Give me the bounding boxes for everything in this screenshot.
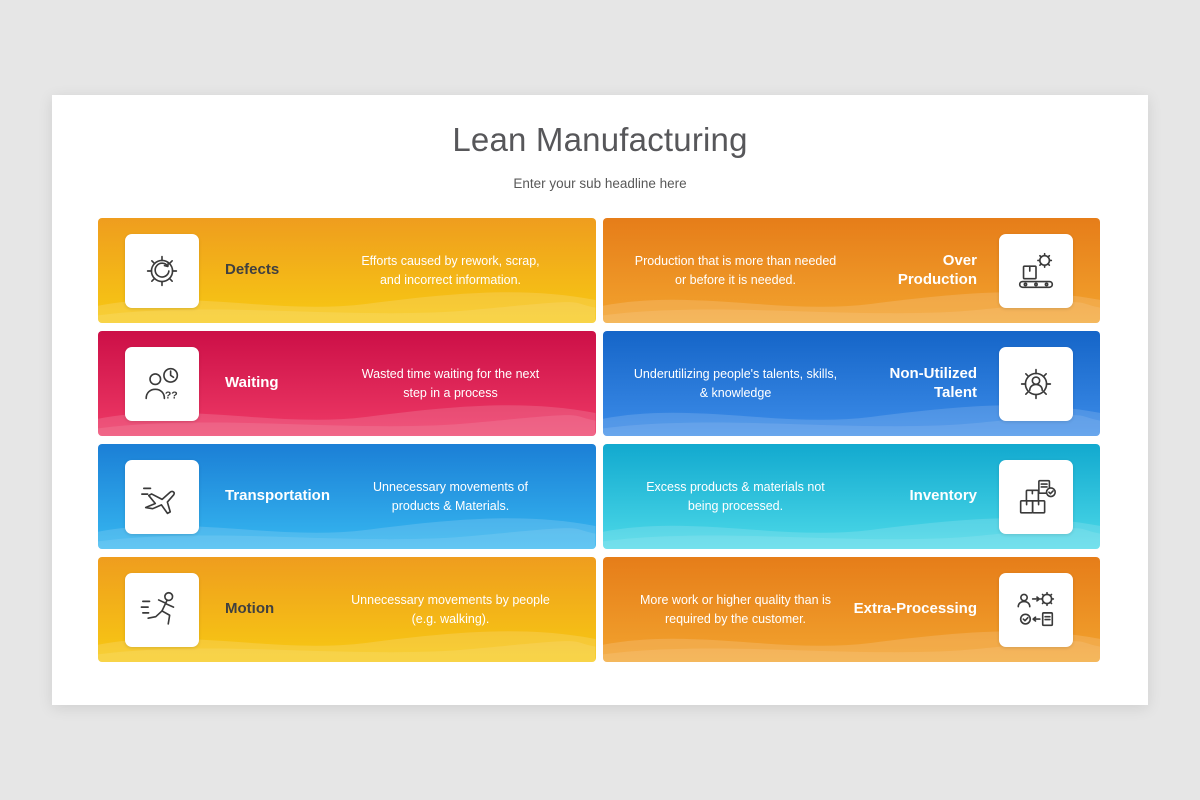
card-non-utilized-talent: Underutilizing people's talents, skills,…	[602, 331, 1100, 436]
card-description: Efforts caused by rework, scrap, and inc…	[361, 254, 540, 287]
non-utilized-talent-icon-box	[999, 346, 1073, 421]
card-description: Unnecessary movements of products & Mate…	[373, 480, 528, 513]
card-over-production: Production that is more than needed or b…	[602, 218, 1100, 323]
card-transportation: Transportation Unnecessary movements of …	[98, 444, 596, 549]
gear-refresh-icon	[146, 255, 178, 286]
wave-decoration	[602, 631, 1100, 662]
page-title: Lean Manufacturing	[452, 121, 748, 158]
inventory-icon-box	[999, 459, 1073, 534]
card-inventory: Excess products & materials not being pr…	[602, 444, 1100, 549]
cards-grid: Defects Efforts caused by rework, scrap,…	[98, 218, 1100, 662]
card-title: Non-Utilized Talent	[889, 364, 978, 401]
card-extra-processing: More work or higher quality than is requ…	[602, 557, 1100, 662]
page-subtitle: Enter your sub headline here	[513, 176, 687, 191]
over-production-icon-box	[999, 233, 1073, 308]
waiting-icon-box: ??	[125, 346, 199, 421]
card-description: Underutilizing people's talents, skills,…	[633, 367, 838, 400]
card-description: Unnecessary movements by people (e.g. wa…	[351, 593, 550, 626]
boxes-check-icon	[1019, 479, 1056, 514]
card-title: Waiting	[225, 374, 279, 392]
card-title: Extra-Processing	[853, 600, 977, 618]
card-description: More work or higher quality than is requ…	[639, 593, 832, 626]
running-person-icon	[140, 591, 175, 625]
svg-text:??: ??	[165, 389, 178, 401]
card-description: Production that is more than needed or b…	[634, 254, 837, 287]
transportation-icon-box	[125, 459, 199, 534]
person-clock-icon: ??	[145, 367, 179, 401]
card-description: Wasted time waiting for the next step in…	[361, 367, 540, 400]
defects-icon-box	[125, 233, 199, 308]
wave-decoration	[602, 405, 1100, 436]
card-title: Motion	[225, 600, 275, 618]
card-title: Over Production	[897, 251, 977, 288]
person-gear-transfer-icon	[1017, 591, 1055, 626]
airplane-icon	[141, 487, 175, 514]
card-motion: Motion Unnecessary movements by people (…	[98, 557, 596, 662]
wave-decoration	[602, 292, 1100, 323]
card-defects: Defects Efforts caused by rework, scrap,…	[98, 218, 596, 323]
card-title: Defects	[225, 261, 280, 279]
gear-person-icon	[1020, 368, 1052, 399]
wave-decoration	[98, 405, 596, 436]
slide: Lean Manufacturing Enter your sub headli…	[52, 95, 1148, 705]
card-title: Inventory	[909, 487, 977, 505]
extra-processing-icon-box	[999, 572, 1073, 647]
card-description: Excess products & materials not being pr…	[646, 480, 825, 513]
motion-icon-box	[125, 572, 199, 647]
wave-decoration	[98, 292, 596, 323]
gear-conveyor-icon	[1018, 252, 1054, 288]
wave-decoration	[98, 631, 596, 662]
wave-decoration	[602, 518, 1100, 549]
card-waiting: ?? Waiting Wasted time waiting for the n…	[98, 331, 596, 436]
card-title: Transportation	[225, 487, 331, 505]
wave-decoration	[98, 518, 596, 549]
